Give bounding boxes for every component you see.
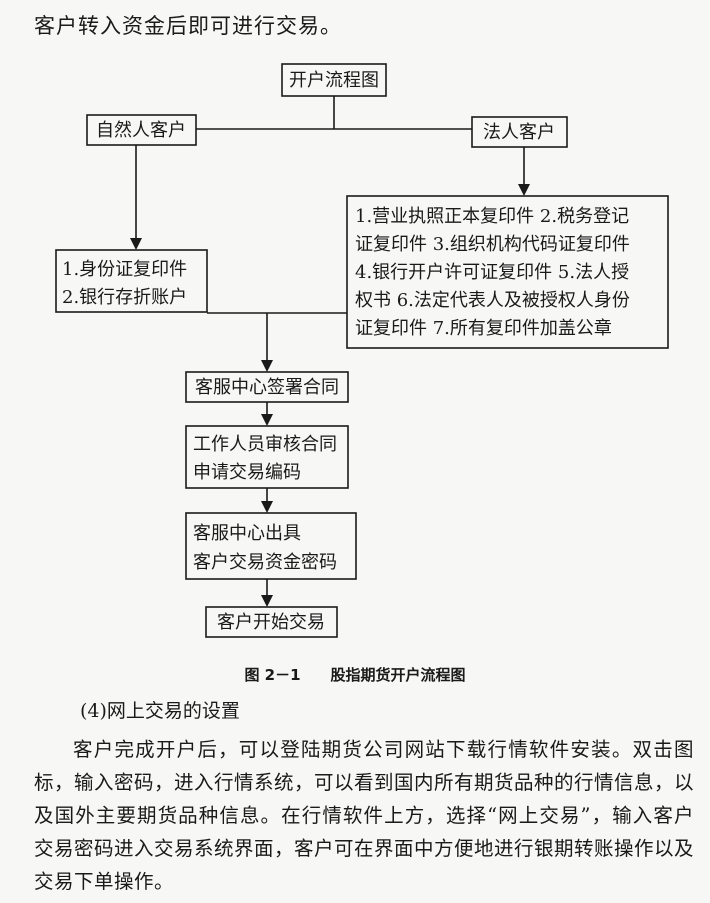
legal-doc-line-1: 1.营业执照正本复印件 2.税务登记	[355, 206, 629, 227]
account-opening-flowchart: 开户流程图 自然人客户 法人客户 1.身份证复印件 2.银行存折账户 1.营业执…	[55, 63, 669, 638]
intro-text: 客户转入资金后即可进行交易。	[34, 14, 342, 38]
legal-doc-line-2: 证复印件 3.组织机构代码证复印件	[355, 234, 630, 255]
natural-person-box	[86, 114, 197, 146]
legal-person-box	[471, 116, 568, 148]
arrow-review-issue	[261, 501, 273, 513]
body-paragraph: 客户完成开户后，可以登陆期货公司网站下载行情软件安装。双击图标，输入密码，进入行…	[34, 738, 695, 893]
review-line-2: 申请交易编码	[193, 462, 301, 483]
arrow-issue-start	[261, 595, 273, 607]
natural-docs-box	[55, 249, 208, 313]
title-box	[281, 63, 387, 97]
legal-doc-line-3: 4.银行开户许可证复印件 5.法人授	[355, 262, 629, 283]
arrow-sign-review	[261, 414, 273, 426]
review-line-1: 工作人员审核合同	[193, 434, 337, 455]
review-box	[185, 425, 349, 489]
title-box-text: 开户流程图	[289, 70, 379, 91]
arrow-merge-sign	[261, 360, 273, 372]
sign-contract-text: 客服中心签署合同	[195, 377, 339, 398]
issue-line-1: 客服中心出具	[193, 523, 301, 544]
figure-title: 股指期货开户流程图	[330, 666, 466, 684]
issue-password-box	[185, 512, 357, 580]
start-trading-text: 客户开始交易	[217, 612, 325, 633]
figure-number: 图 2－1	[244, 666, 301, 684]
start-trading-box	[205, 606, 338, 638]
natural-doc-line-2: 2.银行存折账户	[62, 287, 187, 308]
legal-docs-box	[346, 195, 669, 349]
legal-person-text: 法人客户	[483, 122, 555, 143]
legal-doc-line-5: 证复印件 7.所有复印件加盖公章	[355, 318, 612, 339]
arrow-legal-docs	[518, 184, 530, 196]
natural-person-text: 自然人客户	[96, 120, 186, 141]
arrow-natural-docs	[130, 238, 142, 250]
section-heading: (4)网上交易的设置	[80, 700, 240, 722]
natural-doc-line-1: 1.身份证复印件	[62, 259, 187, 280]
legal-doc-line-4: 权书 6.法定代表人及被授权人身份	[355, 290, 630, 311]
issue-line-2: 客户交易资金密码	[193, 552, 337, 573]
figure-caption: 图 2－1 股指期货开户流程图	[0, 664, 710, 685]
